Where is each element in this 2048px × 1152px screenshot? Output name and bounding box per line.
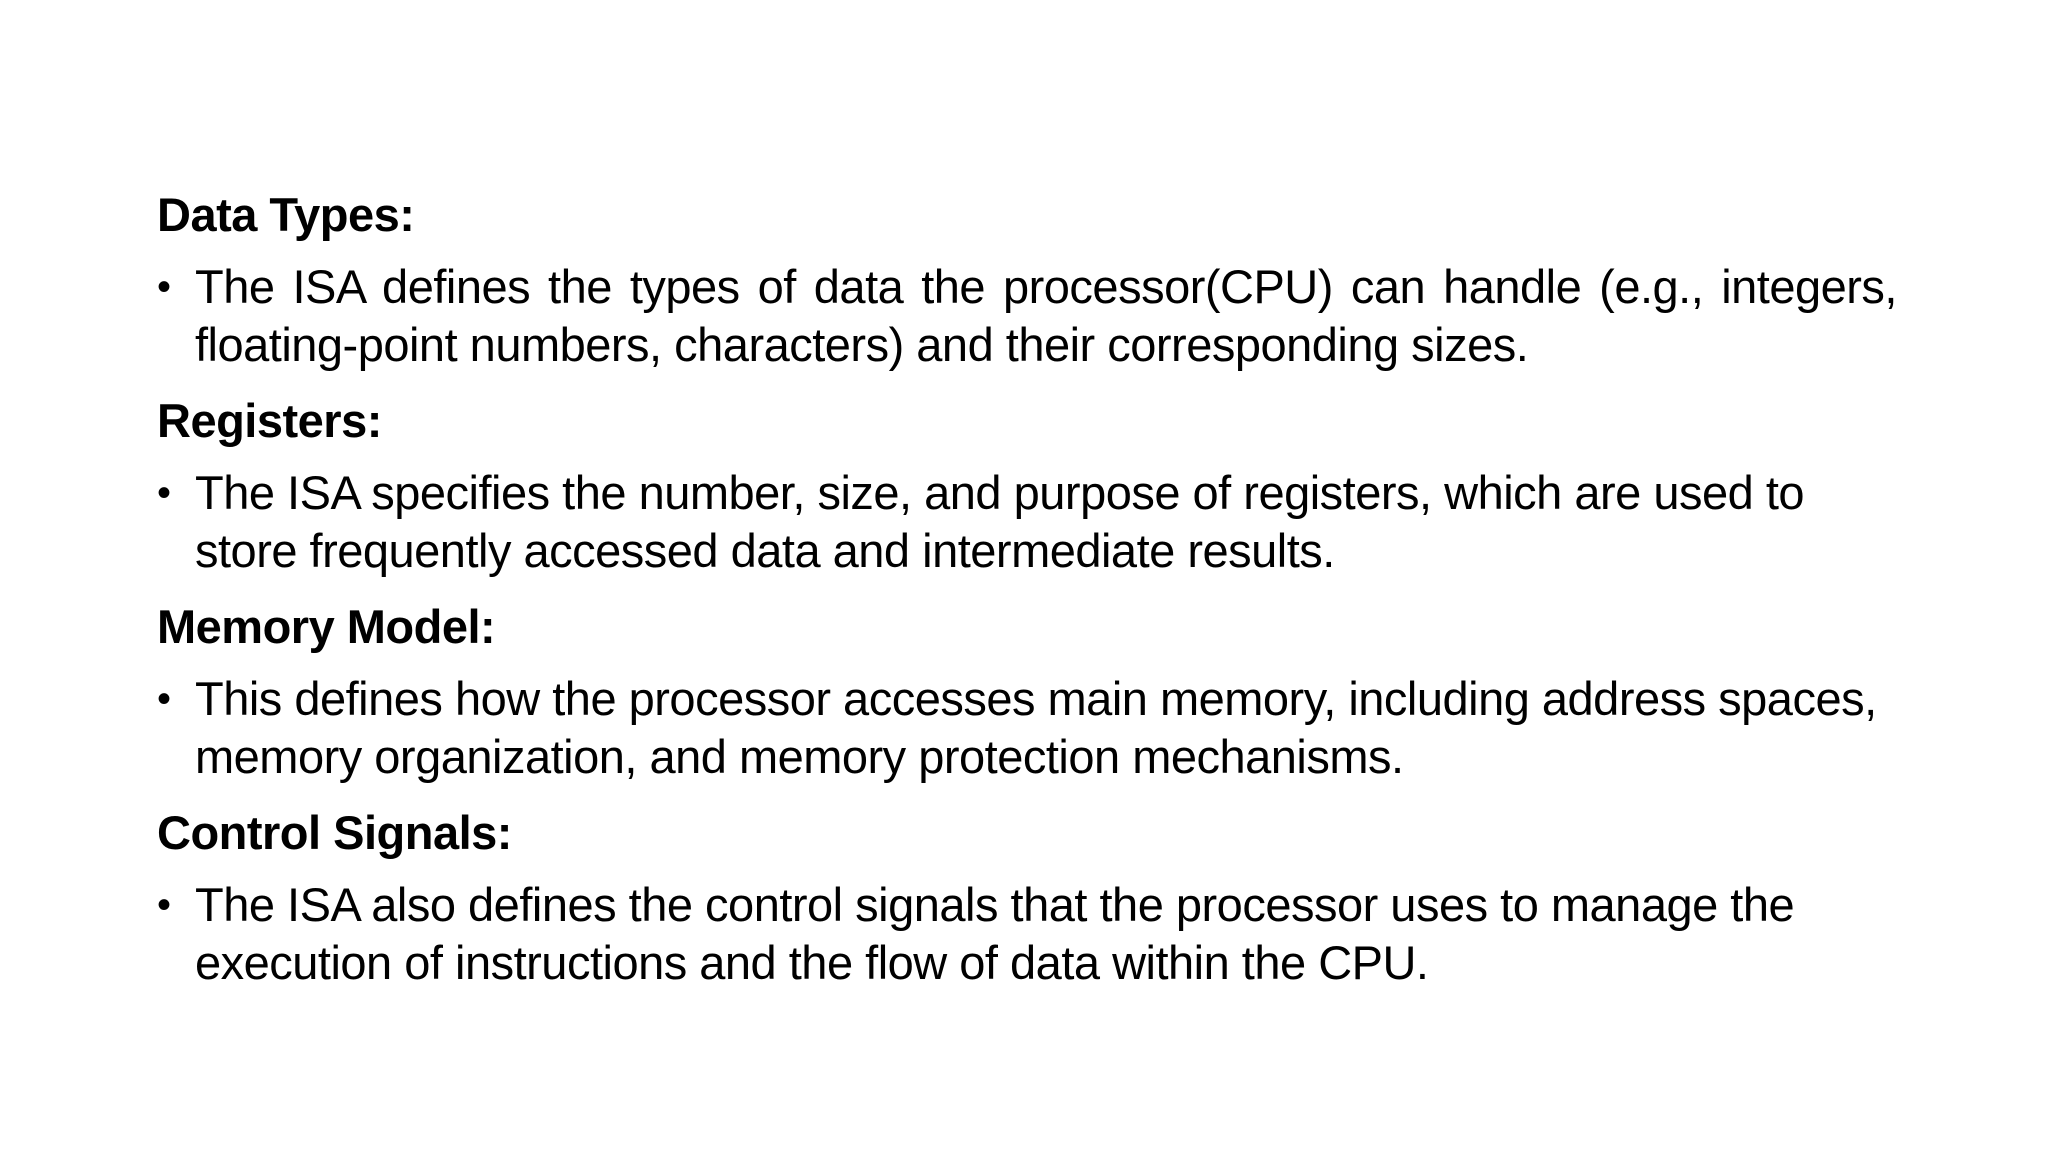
bullet-icon: •: [157, 471, 171, 515]
bullet-text: The ISA also defines the control signals…: [195, 878, 1795, 989]
heading-memory-model: Memory Model:: [157, 600, 496, 653]
bullet-text: This defines how the processor accesses …: [195, 672, 1877, 783]
bullet-control-signals: • The ISA also defines the control signa…: [157, 876, 1897, 992]
bullet-data-types: • The ISA defines the types of data the …: [157, 258, 1898, 374]
bullet-icon: •: [157, 883, 171, 927]
bullet-registers: • The ISA specifies the number, size, an…: [157, 464, 1897, 580]
heading-control-signals: Control Signals:: [157, 806, 512, 859]
bullet-memory-model: • This defines how the processor accesse…: [157, 670, 1897, 786]
bullet-text: The ISA specifies the number, size, and …: [195, 466, 1805, 577]
bullet-icon: •: [157, 677, 171, 721]
bullet-text: The ISA defines the types of data the pr…: [195, 260, 1898, 371]
bullet-icon: •: [157, 265, 171, 309]
heading-registers: Registers:: [157, 394, 382, 447]
slide-content: Data Types: • The ISA defines the types …: [157, 186, 1898, 1010]
heading-data-types: Data Types:: [157, 188, 415, 241]
